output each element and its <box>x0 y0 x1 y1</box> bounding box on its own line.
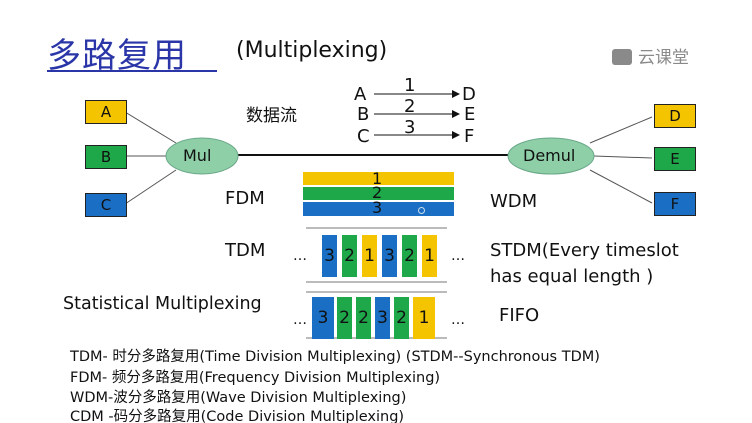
tdm-slot: 3 <box>382 235 397 277</box>
mux-label: Mul <box>183 146 212 165</box>
fdm-band-3-label: 3 <box>372 198 383 217</box>
output-box-d: D <box>654 104 696 128</box>
stream-src-c: C <box>357 126 370 147</box>
data-stream-label: 数据流 <box>246 106 297 126</box>
tdm-slot: 3 <box>322 235 337 277</box>
input-box-a: A <box>85 100 127 124</box>
input-box-c: C <box>85 193 127 217</box>
note-cdm: CDM -码分多路复用(Code Division Multiplexing) <box>70 409 405 423</box>
chat-bubble-icon <box>612 49 632 65</box>
title-underline <box>47 70 217 72</box>
tdm-slot: 2 <box>402 235 417 277</box>
tdm-ellipsis-left: … <box>293 248 307 264</box>
line-c-mux <box>124 169 177 205</box>
output-box-e: E <box>654 147 696 171</box>
page-subtitle: (Multiplexing) <box>236 38 388 63</box>
stream-dst-e: E <box>464 104 476 125</box>
line-demux-f <box>589 169 653 204</box>
stat-slot: 2 <box>337 297 352 339</box>
stat-slot: 3 <box>312 297 334 339</box>
tdm-slot: 2 <box>342 235 357 277</box>
input-box-b: B <box>85 145 127 169</box>
brand-logo: 云课堂 <box>612 43 689 68</box>
demux-node <box>507 137 595 175</box>
tdm-slot: 1 <box>362 235 377 277</box>
stream-num-3: 3 <box>404 117 416 138</box>
wdm-label: WDM <box>490 191 538 212</box>
fdm-bands: 1 2 3 <box>303 169 454 217</box>
stream-dst-f: F <box>464 126 475 147</box>
tdm-ellipsis-right: … <box>451 248 465 264</box>
statistical-label: Statistical Multiplexing <box>63 294 262 314</box>
fdm-band-1-label: 1 <box>372 169 383 188</box>
stat-slot: 3 <box>375 297 390 339</box>
note-tdm: TDM- 时分多路复用(Time Division Multiplexing) … <box>70 349 600 365</box>
stat-ellipsis-right: … <box>451 312 465 328</box>
page-title: 多路复用 <box>47 36 187 76</box>
output-box-f: F <box>654 192 696 216</box>
stream-src-b: B <box>357 104 370 125</box>
mux-node <box>165 137 239 175</box>
stdm-label-line2: has equal length ) <box>490 266 654 287</box>
tdm-frame: 3 2 1 3 2 1 <box>322 235 442 277</box>
note-fdm: FDM- 频分多路复用(Frequency Division Multiplex… <box>70 370 441 386</box>
tdm-slot: 1 <box>422 235 437 277</box>
fdm-band-3 <box>303 202 454 216</box>
stream-num-1: 1 <box>404 75 416 96</box>
demux-label: Demul <box>523 146 576 165</box>
fdm-band-1 <box>303 172 454 186</box>
stream-num-2: 2 <box>404 96 416 117</box>
line-a-mux <box>124 111 177 144</box>
stream-src-a: A <box>354 84 367 105</box>
note-wdm: WDM-波分多路复用(Wave Division Multiplexing) <box>70 390 407 406</box>
fdm-label: FDM <box>225 188 265 209</box>
line-demux-e <box>593 155 653 159</box>
stdm-label-line1: STDM(Every timeslot <box>490 240 679 261</box>
tdm-label: TDM <box>225 240 266 261</box>
stat-ellipsis-left: … <box>293 312 307 328</box>
fifo-label: FIFO <box>499 305 540 326</box>
cursor-dot <box>418 207 425 214</box>
stat-slot: 2 <box>394 297 409 339</box>
stat-frame: 3 2 2 3 2 1 <box>312 297 438 339</box>
stream-dst-d: D <box>462 84 476 105</box>
stat-slot: 2 <box>356 297 371 339</box>
fdm-band-2 <box>303 187 454 201</box>
line-demux-d <box>589 116 653 144</box>
stream-arrows <box>374 90 460 139</box>
fdm-band-2-label: 2 <box>372 183 383 202</box>
stat-slot: 1 <box>413 297 435 339</box>
